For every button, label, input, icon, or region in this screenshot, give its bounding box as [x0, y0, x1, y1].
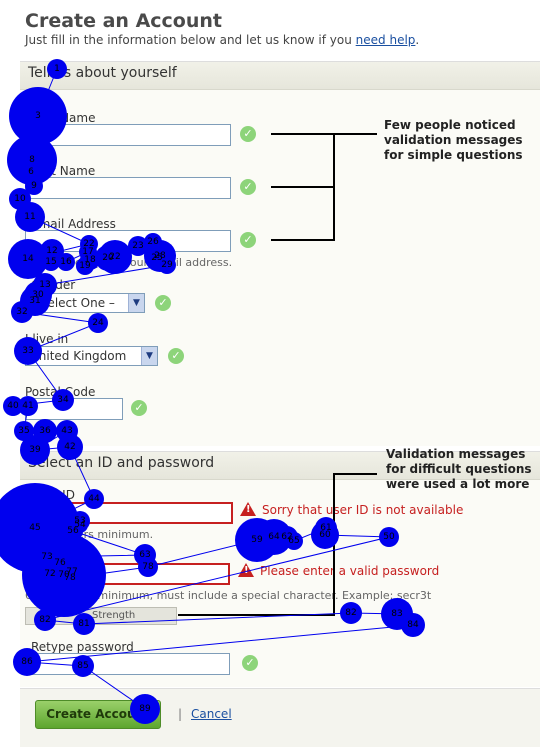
footer-separator: |: [178, 707, 183, 721]
gender-valid-icon: ✓: [155, 295, 171, 311]
first-name-input[interactable]: [25, 124, 231, 146]
email-hint: We'll never spam your email address.: [25, 256, 233, 269]
annotation-simple-line: Few people noticed: [384, 118, 516, 132]
bracket-line: [333, 473, 377, 475]
last-name-input[interactable]: [25, 177, 231, 199]
password-hint: 6 characters minimum, must include a spe…: [25, 589, 432, 602]
gender-select[interactable]: – Select One – ▼: [25, 293, 145, 313]
warning-icon-mark: !: [244, 565, 249, 576]
gaze-fixation-label: 40: [7, 401, 19, 411]
bracket-line: [333, 473, 335, 616]
password-strength-label: Strength: [92, 610, 136, 621]
gender-label: Gender: [31, 278, 76, 292]
annotation-simple: Few people noticed validation messages f…: [384, 118, 523, 163]
bracket-line: [271, 186, 335, 188]
bracket-line: [178, 614, 335, 616]
user-id-label: User ID: [31, 488, 75, 502]
annotation-difficult-line: for difficult questions: [386, 462, 532, 476]
warning-icon: !: [238, 563, 254, 577]
intro-text-main: Just fill in the information below and l…: [25, 33, 352, 47]
country-valid-icon: ✓: [168, 348, 184, 364]
postal-code-valid-icon: ✓: [131, 400, 147, 416]
postal-code-label: Postal Code: [25, 385, 96, 399]
email-valid-icon: ✓: [240, 232, 256, 248]
retype-password-label: Retype password: [31, 640, 134, 654]
password-error-text: Please enter a valid password: [260, 564, 440, 578]
first-name-label: First Name: [31, 111, 96, 125]
country-select[interactable]: United Kingdom ▼: [25, 346, 158, 366]
annotation-simple-line: validation messages: [384, 133, 523, 147]
last-name-label: Last Name: [31, 164, 96, 178]
bracket-line: [271, 133, 335, 135]
chevron-down-icon: ▼: [128, 294, 144, 312]
warning-icon-mark: !: [246, 504, 251, 515]
bracket-line: [335, 133, 377, 135]
email-input[interactable]: [25, 230, 231, 252]
create-account-button[interactable]: Create Account: [35, 700, 161, 729]
annotation-difficult-line: were used a lot more: [386, 477, 530, 491]
user-id-error-text: Sorry that user ID is not available: [262, 503, 464, 517]
first-name-valid-icon: ✓: [240, 126, 256, 142]
annotation-difficult-line: Validation messages: [386, 447, 526, 461]
need-help-link[interactable]: need help: [355, 33, 416, 47]
intro-text-end: .: [415, 33, 420, 47]
user-id-input[interactable]: [25, 502, 233, 524]
annotation-difficult: Validation messages for difficult questi…: [386, 447, 532, 492]
about-section-heading: Tell us about yourself: [20, 62, 540, 90]
annotation-simple-line: for simple questions: [384, 148, 523, 162]
intro-text: Just fill in the information below and l…: [25, 33, 419, 47]
page-title: Create an Account: [25, 10, 222, 32]
gender-select-value: – Select One –: [30, 296, 115, 310]
password-strength-meter: Strength: [25, 607, 177, 625]
last-name-valid-icon: ✓: [240, 179, 256, 195]
country-select-value: United Kingdom: [30, 349, 127, 363]
retype-password-input[interactable]: [25, 653, 230, 675]
user-id-error: ! Sorry that user ID is not available: [240, 502, 463, 517]
bracket-line: [271, 239, 335, 241]
user-id-hint: 6 characters minimum.: [25, 528, 154, 541]
retype-password-valid-icon: ✓: [242, 655, 258, 671]
chevron-down-icon: ▼: [141, 347, 157, 365]
password-error: ! Please enter a valid password: [238, 563, 439, 578]
email-label: Email Address: [31, 217, 116, 231]
password-label: Password: [31, 549, 88, 563]
password-input[interactable]: [25, 563, 230, 585]
cancel-link[interactable]: Cancel: [191, 707, 232, 721]
bracket-line: [333, 133, 335, 241]
postal-code-input[interactable]: [25, 398, 123, 420]
country-label: I live in: [25, 332, 69, 346]
warning-icon: !: [240, 502, 256, 516]
